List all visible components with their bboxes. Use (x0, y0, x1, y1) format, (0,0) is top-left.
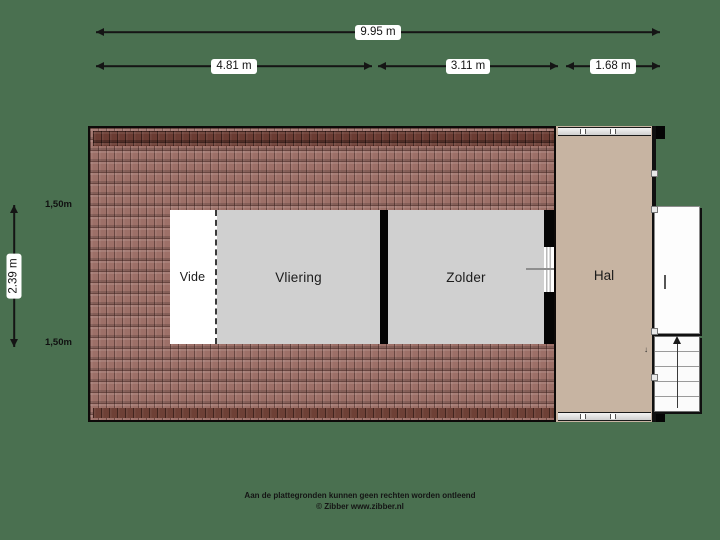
stair-direction-line (677, 340, 679, 408)
arrow-down-icon (10, 339, 18, 347)
room-label-vliering: Vliering (275, 269, 322, 285)
arrow-left-icon (378, 62, 386, 70)
direction-marker-icon: ↓ (644, 345, 648, 354)
stair-up-arrow-icon (673, 336, 681, 344)
door-jamb-4 (651, 374, 658, 381)
roof-eave (92, 407, 562, 418)
side-note-lower: 1,50m (45, 337, 72, 348)
dimension-label-segment-2: 3.11 m (445, 58, 491, 74)
room-vide[interactable]: Vide (170, 210, 217, 344)
stairwell-group (651, 170, 704, 424)
door-swing-indicator (526, 268, 576, 270)
room-label-zolder: Zolder (446, 269, 486, 285)
sliding-door[interactable] (544, 247, 554, 292)
arrow-left-icon (566, 62, 574, 70)
window-top (558, 127, 651, 136)
wall-partition-middle (380, 210, 388, 344)
dimension-label-height: 2.39 m (6, 253, 22, 299)
arrow-left-icon (96, 28, 104, 36)
room-hal[interactable]: Hal (554, 126, 665, 422)
arrow-right-icon (652, 62, 660, 70)
side-note-upper: 1,50m (45, 199, 72, 210)
arrow-right-icon (652, 28, 660, 36)
disclaimer-line-1: Aan de plattegronden kunnen geen rechten… (244, 491, 476, 500)
wall-partition-right-lower (544, 292, 554, 344)
dimension-label-segment-3: 1.68 m (590, 58, 636, 74)
landing-area[interactable] (654, 206, 700, 334)
dimension-label-overall: 9.95 m (355, 24, 401, 40)
building-outline: Vide Vliering Zolder Hal ↓ (88, 126, 700, 422)
room-zolder[interactable]: Zolder (388, 210, 544, 344)
disclaimer-caption: Aan de plattegronden kunnen geen rechten… (0, 490, 720, 512)
arrow-right-icon (364, 62, 372, 70)
arrow-left-icon (96, 62, 104, 70)
room-label-vide: Vide (179, 270, 206, 284)
arrow-up-icon (10, 205, 18, 213)
window-bottom (558, 412, 651, 421)
dimension-overall-width: 9.95 m (96, 24, 660, 40)
door-jamb-2 (651, 206, 658, 213)
room-label-hal: Hal (593, 268, 615, 283)
door-jamb-3 (651, 328, 658, 335)
roof-ridge (92, 130, 562, 146)
dimension-segment-1: 4.81 m (96, 58, 372, 74)
dimension-overall-height: 2.39 m (6, 205, 22, 347)
dimension-segment-2: 3.11 m (378, 58, 558, 74)
arrow-right-icon (550, 62, 558, 70)
door-jamb-1 (651, 170, 658, 177)
wall-partition-right-upper (544, 210, 554, 247)
room-vliering[interactable]: Vliering (217, 210, 380, 344)
door-handle-icon (664, 275, 666, 289)
dimension-segment-3: 1.68 m (566, 58, 660, 74)
dimension-label-segment-1: 4.81 m (211, 58, 257, 74)
copyright-line: © Zibber www.zibber.nl (316, 502, 404, 511)
